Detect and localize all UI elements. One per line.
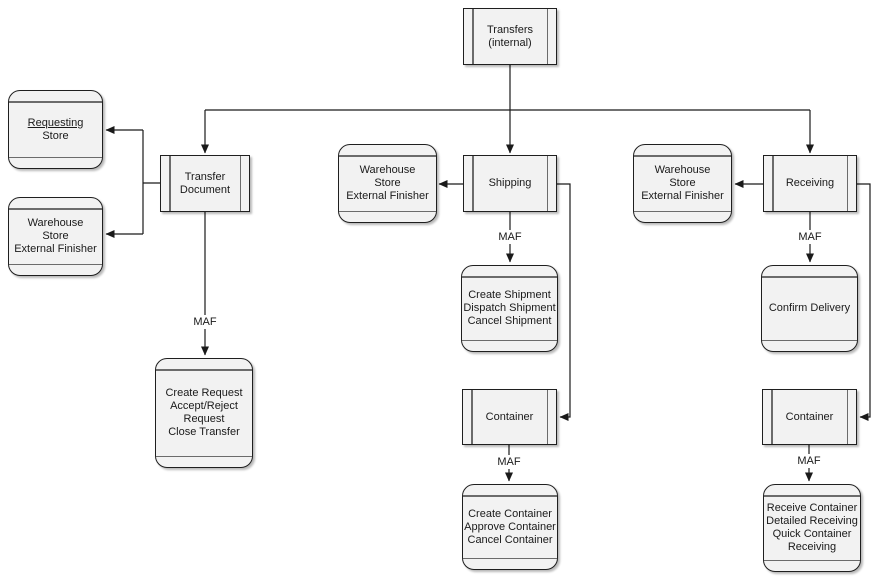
node-container-receiving: Container bbox=[762, 389, 857, 445]
node-receiving: Receiving bbox=[763, 155, 857, 212]
node-text-line: (internal) bbox=[488, 36, 532, 49]
node-text-line: Create Request bbox=[165, 387, 243, 399]
connector-receiving-to-container bbox=[857, 183, 871, 421]
node-text-line: Confirm Delivery bbox=[768, 302, 851, 314]
connector-transfers-trunk bbox=[205, 65, 810, 111]
node-text-line: Container bbox=[485, 410, 534, 423]
node-confirm-delivery: Confirm Delivery bbox=[761, 265, 858, 352]
node-text-line: Requesting bbox=[27, 116, 84, 129]
node-text-line: Transfers bbox=[486, 23, 534, 36]
node-text-line: Warehouse bbox=[359, 164, 416, 176]
node-text-line: Warehouse bbox=[27, 217, 84, 229]
node-transfers-internal: Transfers(internal) bbox=[463, 8, 557, 65]
maf-label-receiving: MAF bbox=[793, 230, 827, 244]
node-text-line: External Finisher bbox=[641, 190, 724, 202]
node-text-line: Close Transfer bbox=[168, 426, 240, 438]
node-text-line: External Finisher bbox=[14, 243, 97, 255]
node-text-line: Approve Container bbox=[464, 520, 556, 533]
node-text-line: Store bbox=[42, 230, 69, 242]
node-text-line: Store bbox=[669, 177, 696, 189]
node-text-line: Dispatch Shipment bbox=[463, 302, 556, 314]
node-text-line: Store bbox=[374, 177, 401, 189]
node-text-line: Document bbox=[179, 183, 231, 196]
maf-label-container-shipping: MAF bbox=[492, 455, 526, 469]
node-container-shipping: Container bbox=[462, 389, 557, 445]
node-shipping: Shipping bbox=[463, 155, 557, 212]
node-text-line: Receive Container bbox=[766, 502, 858, 514]
node-text-line: Store bbox=[42, 129, 69, 142]
node-text-line: Request bbox=[183, 413, 225, 425]
node-text-line: Warehouse bbox=[654, 164, 711, 176]
maf-label-transfer-document: MAF bbox=[188, 315, 222, 329]
node-text-line: Receiving bbox=[785, 177, 835, 189]
connector-shipping-to-container bbox=[557, 183, 571, 421]
node-text-line: Create Shipment bbox=[468, 289, 551, 301]
connector-transfer-document-stub bbox=[142, 130, 160, 234]
node-text-line: Receiving bbox=[787, 541, 837, 553]
maf-label-shipping: MAF bbox=[493, 230, 527, 244]
node-text-line: Quick Container bbox=[772, 528, 852, 540]
node-text-line: Cancel Shipment bbox=[467, 315, 552, 327]
node-text-line: Transfer bbox=[184, 170, 226, 183]
node-text-line: Cancel Container bbox=[467, 533, 553, 546]
maf-label-container-receiving: MAF bbox=[792, 454, 826, 468]
node-text-line: Create Container bbox=[468, 507, 552, 520]
node-text-line: Shipping bbox=[488, 177, 532, 189]
node-text-line: Detailed Receiving bbox=[766, 515, 858, 527]
node-text-line: External Finisher bbox=[346, 190, 429, 202]
node-text-line: Container bbox=[785, 410, 834, 423]
node-text-line: Accept/Reject bbox=[170, 400, 238, 412]
